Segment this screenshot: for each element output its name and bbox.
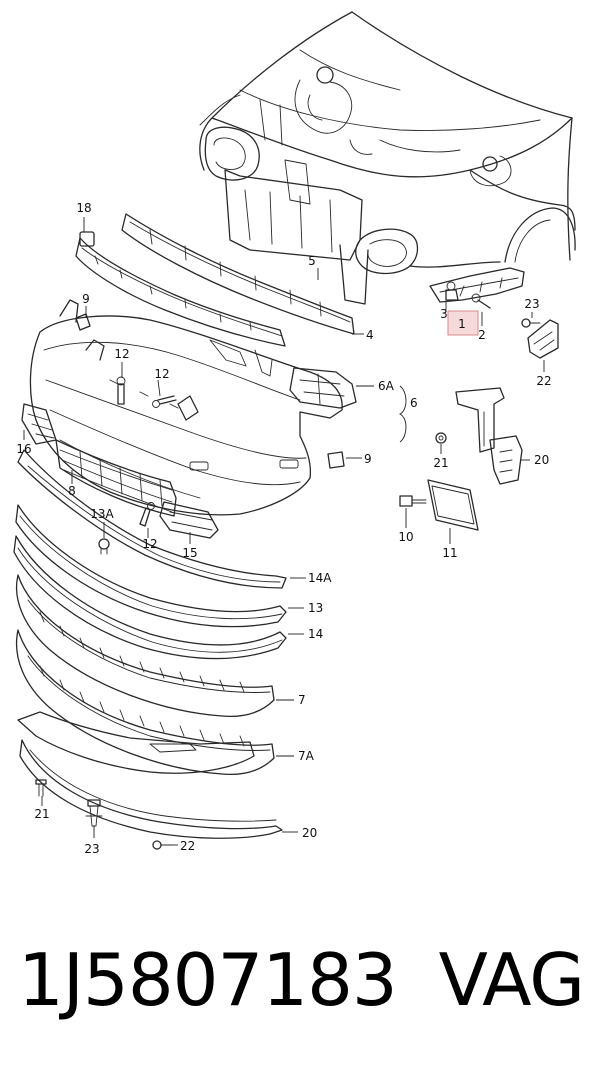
callout-6: 6 bbox=[410, 396, 418, 410]
callout-22-right: 22 bbox=[536, 374, 551, 388]
bolt-10 bbox=[399, 495, 427, 507]
spoiler-7A bbox=[15, 629, 275, 776]
callout-20-lower: 20 bbox=[302, 826, 317, 840]
callout-14: 14 bbox=[308, 627, 323, 641]
callout-18: 18 bbox=[76, 201, 91, 215]
callout-1: 1 bbox=[458, 317, 466, 331]
callout-9-upper: 9 bbox=[82, 292, 90, 306]
part-number: 1J5807183 bbox=[18, 938, 398, 1022]
support-bracket bbox=[455, 387, 505, 453]
part-info-footer: 1J5807183 VAG bbox=[0, 930, 600, 1030]
callout-23-lower: 23 bbox=[84, 842, 99, 856]
callout-12-middle: 12 bbox=[154, 367, 169, 381]
exploded-parts-diagram: 18 5 4 9 12 12 6A 6 9 16 8 13A 12 15 14A… bbox=[13, 11, 576, 856]
part-16-grille-left bbox=[21, 403, 57, 445]
bracket-22-right bbox=[527, 319, 559, 359]
spoiler-7 bbox=[15, 574, 275, 718]
trim-strip-14A bbox=[17, 449, 287, 589]
screw-22-lower bbox=[152, 840, 173, 850]
callout-7: 7 bbox=[298, 693, 306, 707]
callout-12-lower: 12 bbox=[142, 537, 157, 551]
callout-7A: 7A bbox=[298, 749, 315, 763]
trim-strip-13 bbox=[15, 504, 287, 628]
callout-5: 5 bbox=[308, 254, 316, 268]
part-18-deflector bbox=[75, 231, 286, 377]
highlight-box-part-1 bbox=[447, 310, 479, 336]
callout-15: 15 bbox=[182, 546, 197, 560]
callout-3: 3 bbox=[440, 307, 448, 321]
bumper-cover bbox=[29, 299, 343, 516]
callout-20-right: 20 bbox=[534, 453, 549, 467]
callout-8: 8 bbox=[68, 484, 76, 498]
callout-11: 11 bbox=[442, 546, 457, 560]
trim-strip-14 bbox=[13, 535, 287, 660]
license-plate-bracket-11 bbox=[427, 479, 479, 531]
car-body-illustration bbox=[199, 11, 576, 305]
callout-14A: 14A bbox=[308, 571, 332, 585]
callout-12-upper: 12 bbox=[114, 347, 129, 361]
callout-labels: 18 5 4 9 12 12 6A 6 9 16 8 13A 12 15 14A… bbox=[16, 201, 551, 856]
part-8-center-grille bbox=[55, 439, 177, 517]
clip-9 bbox=[75, 313, 345, 469]
callout-21-lower: 21 bbox=[34, 807, 49, 821]
part-6A-bracket bbox=[289, 367, 357, 409]
callout-23-right: 23 bbox=[524, 297, 539, 311]
callout-21-right: 21 bbox=[433, 456, 448, 470]
lower-cover-20 bbox=[17, 711, 283, 839]
callout-22-lower: 22 bbox=[180, 839, 195, 853]
bracket-20-right bbox=[489, 435, 523, 485]
callout-13A: 13A bbox=[90, 507, 114, 521]
callout-13: 13 bbox=[308, 601, 323, 615]
clip-13A bbox=[98, 538, 110, 555]
leader-lines bbox=[23, 217, 545, 846]
nut-21-right bbox=[435, 432, 447, 444]
callout-16: 16 bbox=[16, 442, 31, 456]
screw-21-lower bbox=[35, 779, 47, 797]
guide-bracket-assembly bbox=[429, 267, 525, 309]
callout-4: 4 bbox=[366, 328, 374, 342]
callout-9-lower: 9 bbox=[364, 452, 372, 466]
callout-2: 2 bbox=[478, 328, 486, 342]
screw-23-right bbox=[521, 318, 541, 328]
callout-10: 10 bbox=[398, 530, 413, 544]
fasteners-12 bbox=[116, 376, 177, 527]
part-15-grille-right bbox=[159, 501, 219, 539]
callout-6A: 6A bbox=[378, 379, 395, 393]
brand-name: VAG bbox=[438, 938, 585, 1022]
